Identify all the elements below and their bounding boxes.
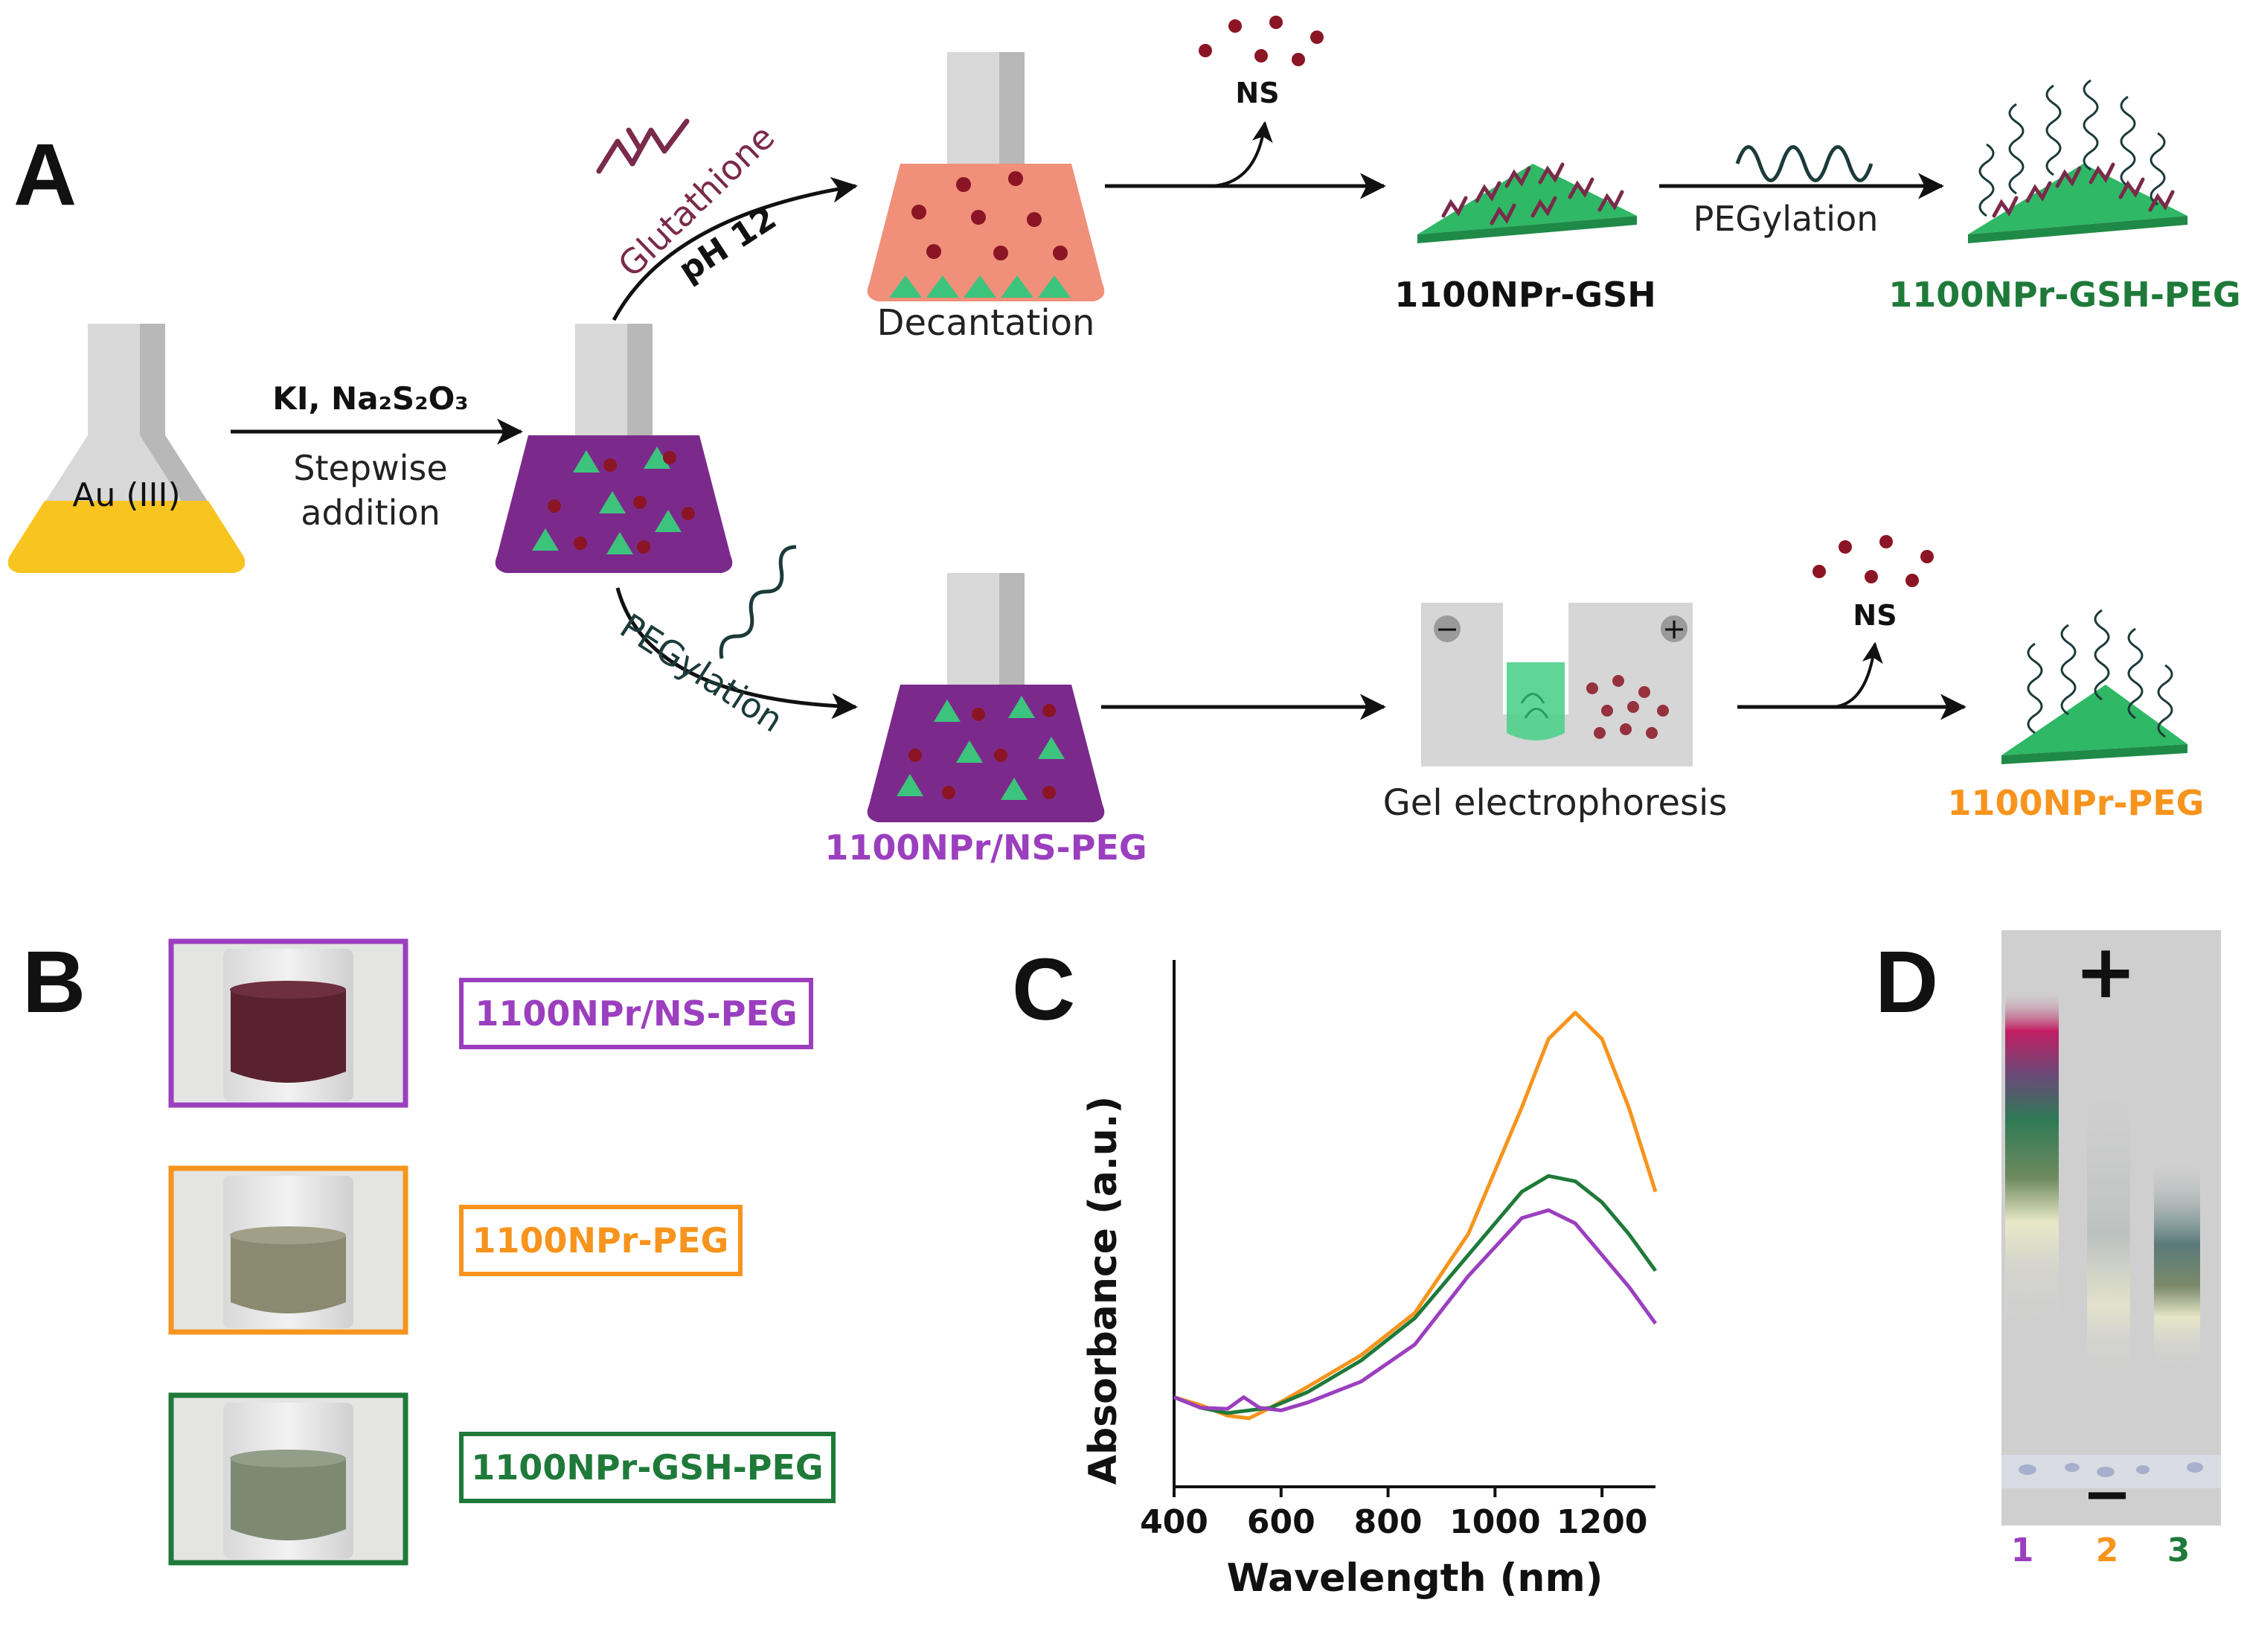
arrow-ns-release-2 xyxy=(1833,641,1883,708)
au-liquid xyxy=(7,501,246,573)
vial-photo-gsh-peg xyxy=(168,1392,408,1566)
lane-label-2: 2 xyxy=(2096,1531,2119,1569)
lane-label-3: 3 xyxy=(2167,1531,2190,1569)
flask-ns-peg xyxy=(867,573,1105,822)
ns-particles-top xyxy=(1199,16,1324,66)
panel-a-letter: A xyxy=(13,126,77,224)
label-gsh-peg: 1100NPr-GSH-PEG xyxy=(471,1447,823,1488)
peg-product-label: 1100NPr-PEG xyxy=(1948,783,2205,823)
gel-lane-1 xyxy=(2005,990,2059,1332)
x-tick-label-1200: 1200 xyxy=(1557,1503,1647,1541)
series-line-1 xyxy=(1173,1011,1658,1421)
panel-b: B 1100NPr/NS-PEG 1100NPr-PEG 1100NPr-GSH… xyxy=(22,933,836,1566)
pegylation-top-label: PEGylation xyxy=(1693,199,1879,239)
nanoprism-gsh xyxy=(1417,162,1637,243)
series-line-3 xyxy=(1173,1208,1658,1412)
gsh-product-label: 1100NPr-GSH xyxy=(1394,275,1655,315)
arrow-pegylation-bottom xyxy=(615,587,858,720)
peg-icon-top xyxy=(1735,145,1873,182)
ns-label-2: NS xyxy=(1853,599,1897,632)
y-axis-label: Absorbance (a.u.) xyxy=(1081,1096,1126,1485)
ns-label: NS xyxy=(1235,77,1279,109)
arrow-ns-release xyxy=(1212,121,1273,188)
gel-photo-minus: − xyxy=(2082,1459,2132,1528)
gel-photo-plus: + xyxy=(2074,928,2137,1015)
label-box-gsh-peg xyxy=(459,1432,836,1503)
flask-decantation xyxy=(867,52,1105,301)
au-label: Au (III) xyxy=(72,476,180,514)
gel-label: Gel electrophoresis xyxy=(1383,782,1728,824)
stepwise-label: Stepwise xyxy=(293,448,447,488)
flask-au: Au (III) xyxy=(7,324,246,573)
decantation-label: Decantation xyxy=(877,302,1095,344)
panel-a: A Au (III) KI, Na₂S₂O₃ Stepwise addition xyxy=(7,16,2241,868)
gel-box: − + xyxy=(1421,603,1693,766)
reagents-label: KI, Na₂S₂O₃ xyxy=(272,380,468,417)
gel-minus: − xyxy=(1435,612,1459,645)
panel-d-letter: D xyxy=(1875,933,1938,1031)
gsh-peg-product-label: 1100NPr-GSH-PEG xyxy=(1888,275,2240,315)
gel-lane-2 xyxy=(2087,1094,2130,1377)
label-peg: 1100NPr-PEG xyxy=(472,1220,729,1261)
nanoprism-peg xyxy=(2001,609,2187,764)
ns-peg-product-label: 1100NPr/NS-PEG xyxy=(824,827,1147,868)
gel-lane-3 xyxy=(2154,1161,2200,1369)
gel-photo: + − xyxy=(2001,928,2221,1528)
panel-c-letter: C xyxy=(1012,941,1075,1039)
pegylation-bottom-label: PEGylation xyxy=(613,606,790,740)
series-line-2 xyxy=(1173,1174,1658,1415)
x-tick-label-400: 400 xyxy=(1140,1503,1208,1541)
flask-mixture xyxy=(495,324,733,573)
x-tick-label-600: 600 xyxy=(1247,1503,1315,1541)
x-tick-label-1000: 1000 xyxy=(1449,1503,1540,1541)
vial-photo-peg xyxy=(168,1165,408,1335)
panel-b-letter: B xyxy=(22,933,86,1031)
addition-label: addition xyxy=(301,493,440,533)
x-tick-label-800: 800 xyxy=(1354,1503,1423,1541)
panel-d: D + − 1 2 3 xyxy=(1875,928,2221,1569)
gel-plus: + xyxy=(1662,612,1686,645)
label-box-peg xyxy=(459,1205,743,1276)
label-ns-peg: 1100NPr/NS-PEG xyxy=(475,993,797,1034)
x-axis-label: Wavelength (nm) xyxy=(1227,1556,1603,1601)
glutathione-icon xyxy=(596,118,690,174)
arrow-glutathione xyxy=(612,176,858,321)
nanoprism-gsh-peg xyxy=(1968,79,2187,243)
label-box-ns-peg xyxy=(459,978,813,1049)
peg-icon-bottom xyxy=(719,545,797,659)
lane-label-1: 1 xyxy=(2011,1531,2034,1569)
ns-particles-bottom xyxy=(1812,535,1934,587)
vial-photo-ns-peg xyxy=(168,938,408,1108)
